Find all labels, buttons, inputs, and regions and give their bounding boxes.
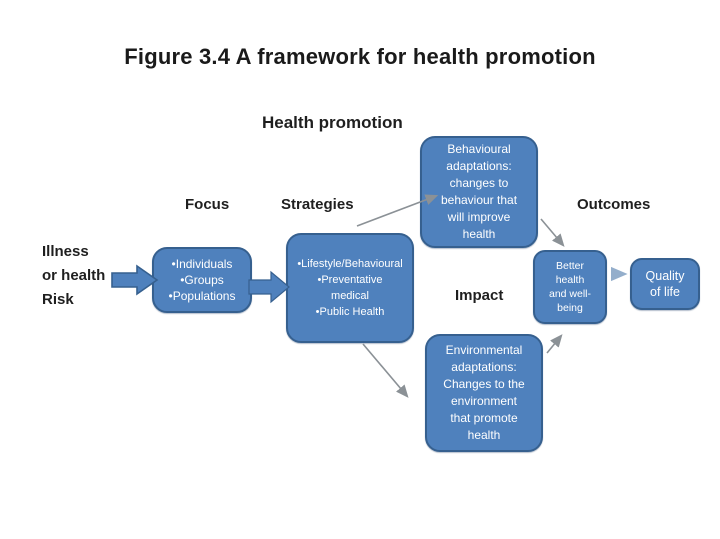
block-arrow-illness-to-focus bbox=[111, 264, 159, 296]
connector-environmental-to-better-health bbox=[546, 334, 563, 354]
connector-behavioural-to-better-health bbox=[540, 218, 565, 247]
illness-risk-label: Illness or health Risk bbox=[42, 243, 106, 308]
impact-label: Impact bbox=[455, 287, 504, 304]
block-arrow-focus-to-strategies bbox=[248, 270, 290, 304]
environmental-adaptations-box: Environmental adaptations: Changes to th… bbox=[425, 334, 543, 452]
focus-box: •Individuals •Groups •Populations bbox=[152, 247, 252, 313]
behavioural-adaptations-box: Behavioural adaptations: changes to beha… bbox=[420, 136, 538, 248]
health-promotion-heading: Health promotion bbox=[262, 113, 403, 132]
figure-title: Figure 3.4 A framework for health promot… bbox=[124, 44, 596, 69]
outcomes-label: Outcomes bbox=[577, 196, 651, 213]
strategies-label: Strategies bbox=[281, 196, 354, 213]
quality-of-life-box: Quality of life bbox=[630, 258, 700, 310]
focus-label: Focus bbox=[185, 196, 230, 213]
better-health-box: Better health and well- being bbox=[533, 250, 607, 324]
strategies-box: •Lifestyle/Behavioural •Preventative med… bbox=[286, 233, 414, 343]
connector-strategies-to-environmental bbox=[362, 343, 409, 398]
